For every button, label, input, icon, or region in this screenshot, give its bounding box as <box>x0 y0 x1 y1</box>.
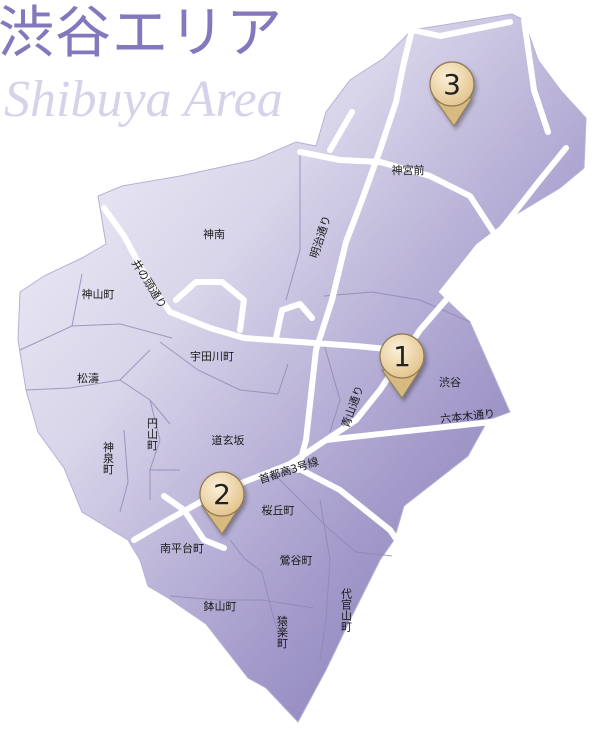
road-label-roppongi: 六本木通り <box>440 406 496 426</box>
district-label-jingumae: 神宮前 <box>392 163 425 177</box>
district-boundaries <box>19 150 471 661</box>
district-label-maruyamacho: 円山町 <box>146 418 159 451</box>
map-title-english: Shibuya Area <box>4 71 283 128</box>
road-meiji-line <box>295 27 415 473</box>
area-region <box>17 13 587 723</box>
marker-number-3: 3 <box>443 68 461 101</box>
district-label-daikanyamacho: 代官山町 <box>340 588 353 632</box>
road-roppongi-line <box>323 409 583 443</box>
district-label-uguisudanicho: 鶯谷町 <box>280 553 313 567</box>
district-label-shinsencho: 神泉町 <box>102 440 115 474</box>
district-label-shoto: 松濤 <box>77 371 99 385</box>
district-label-sakuragaokacho: 桜丘町 <box>262 503 295 517</box>
district-label-sarugakucho: 猿楽町 <box>276 614 289 648</box>
district-label-udagawacho: 宇田川町 <box>190 350 234 363</box>
district-labels: 神宮前 神南 神山町 宇田川町 松濤 渋谷 道玄坂 円山町 神泉町 桜丘町 南平… <box>77 163 461 649</box>
district-label-nanpeidaicho: 南平台町 <box>160 541 204 555</box>
marker-number-1: 1 <box>393 340 411 373</box>
marker-number-2: 2 <box>213 478 231 511</box>
road-aoyama-line <box>323 145 569 443</box>
map-marker-2[interactable]: 2 <box>199 471 245 535</box>
road-inokashira-line <box>101 205 401 353</box>
map-marker-1[interactable]: 1 <box>379 333 425 399</box>
district-label-dogenzaka: 道玄坂 <box>212 433 245 447</box>
district-label-jinnan: 神南 <box>203 227 225 241</box>
district-label-hachiyamacho: 鉢山町 <box>204 599 237 613</box>
map-title-japanese: 渋谷エリア <box>0 1 283 66</box>
district-label-kamiyamacho: 神山町 <box>82 287 115 301</box>
map-marker-3[interactable]: 3 <box>429 61 475 127</box>
district-label-shibuya: 渋谷 <box>439 376 461 389</box>
